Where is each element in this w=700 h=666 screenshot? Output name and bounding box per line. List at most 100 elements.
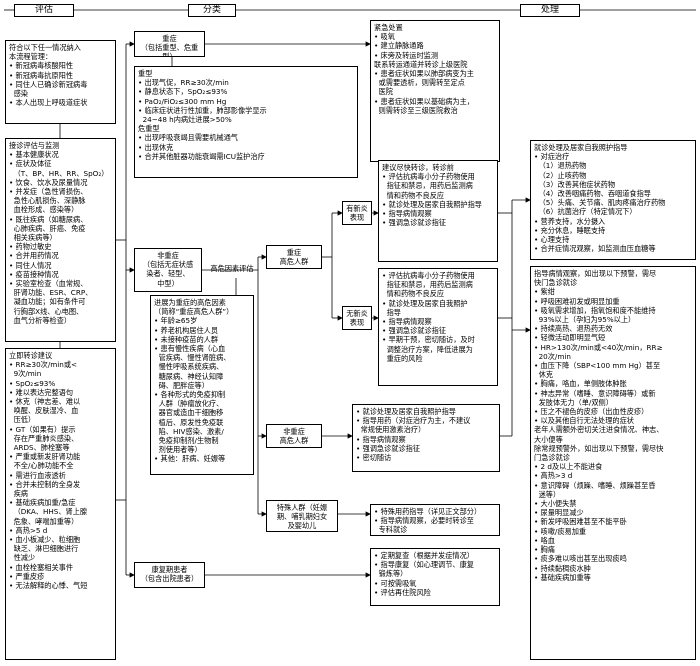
risk-box-line: • 未接种疫苗的人群 <box>154 334 219 344</box>
observe-box-line: 指导病情观察，如出现以下预警，需尽 <box>534 269 657 278</box>
risk-box-line: • 其他：肝病、妊娠等 <box>154 454 226 464</box>
header-classify: 分类 <box>188 4 236 17</box>
observe-box-line: • 以及其他自行无法处理的症状 <box>534 416 634 426</box>
observe-box-line: • 紫绀 <box>534 287 555 297</box>
treatment-box-line: • 充分休息，睡眠支持 <box>534 225 606 235</box>
box3-line: • SpO₂≤93% <box>9 378 56 388</box>
nonsevere-box-line: 非重症 <box>157 251 179 260</box>
observe-box-line: • 大小便失禁 <box>534 499 577 509</box>
observe-box-line: • 持续黏稠痰水肿 <box>534 563 591 573</box>
nonhigh-box-line: 高危人群 <box>279 436 309 446</box>
box2-line: 接诊评估与监测 <box>9 141 60 150</box>
fever-yes-box-line: 有新炎 <box>346 204 368 213</box>
referral-box: 立即转诊建议• RR≥30次/min或< 9次/min• SpO₂≤93%• 难… <box>5 348 116 660</box>
risk-box-line: • 患有慢性疾病（心血 <box>154 344 226 354</box>
box3-line: • 基础疾病加重/急症 <box>9 498 76 508</box>
special-box-line: 特殊人群（妊娠 <box>276 503 328 512</box>
fever-no-detail-line: • 早期干预，密切随访，及时 <box>382 335 475 345</box>
assessment-box: 接诊评估与监测• 基本健康状况• 症状及体征 （T、BP、HR、RR、SpO₂）… <box>5 138 116 342</box>
observe-box-line: 休克 <box>534 370 553 380</box>
fever-yes-detail-line: • 评估抗病毒小分子药物使用 <box>382 172 475 182</box>
risk-factors-box: 进展为重症的高危因素（简称“重症高危人群”）• 年龄≥65岁• 养老机构居住人员… <box>150 295 254 475</box>
observe-box-line: • 吸氧需求增加，指氧饱和度不能维持 <box>534 305 656 315</box>
treatment-box-line: （4）改善咽痛药物、吞咽道食指导 <box>534 189 651 199</box>
recovery-box: 康复期患者（包含出院患者） <box>134 562 205 588</box>
box1-line: 符合以下任一情况纳入 <box>9 43 81 52</box>
observe-box-line: 20次/min <box>534 351 571 361</box>
special-detail-line: 专科就诊 <box>374 525 408 535</box>
nonsevere-box-line: 染者、轻型、 <box>146 269 190 279</box>
fever-yes-detail-line: 建议尽快转诊，转诊前 <box>382 163 454 172</box>
fever-no-detail-line: • 强调急诊就诊指征 <box>382 326 447 336</box>
observe-box-line: • 痰多难以咳出甚至出现痰鸣 <box>534 554 627 564</box>
fever-yes-detail-line: • 就诊处理及居家自我照护指导 <box>382 199 482 209</box>
box2-line: • 实验室检查（血常规、 <box>9 279 88 289</box>
fever-no-box: 无新炎表现 <box>342 306 372 330</box>
inclusion-box: 符合以下任一情况纳入本流程管理：• 新冠病毒核酸阳性• 新冠病毒抗原阳性• 同住… <box>5 40 116 124</box>
fever-yes-box: 有新炎表现 <box>342 201 372 225</box>
observe-box-line: • 意识障碍（烦躁、嗜睡、烦躁甚至昏 <box>534 480 656 490</box>
box2-line: 肝肾功能、ESR、CRP、 <box>9 288 93 298</box>
fever-no-detail-line: • 就诊处理及居家自我照护 <box>382 298 468 308</box>
box2-line: • 药物过敏史 <box>9 242 52 252</box>
box3-line: （DKA、HHS、肾上腺 <box>9 507 88 517</box>
special-detail-line: • 指导病情观察，必要时转诊至 <box>374 516 474 526</box>
severe-detail-line: 危重型 <box>138 124 160 134</box>
box3-line: ARDS、肺栓塞等 <box>9 443 70 453</box>
fever-yes-detail-line: 指征和禁忌，用药后监测病 <box>382 181 473 191</box>
box3-line: 缺乏、淋巴细胞进行 <box>9 544 79 554</box>
box1-line: 感染 <box>9 89 28 99</box>
nonhigh-detail-box: • 就诊处理及居家自我照护指导• 指导用药（对症治疗为主，不建议 常规使用激素治… <box>352 404 500 472</box>
treatment-box-line: （6）抗菌治疗（特定情况下） <box>534 207 637 217</box>
box2-line: • 同住人情况 <box>9 260 52 270</box>
observe-box-line: • 基础疾病加重等 <box>534 572 591 582</box>
box2-line: （T、BP、HR、RR、SpO₂） <box>9 168 109 178</box>
box3-line: • 难以表达完整语句 <box>9 387 74 397</box>
special-detail-line: • 特殊用药指导（详见正文部分） <box>374 507 482 516</box>
treatment-box-line: （3）改善其他症状药物 <box>534 179 616 189</box>
box3-line: • 严重或新发肝肾功能 <box>9 452 81 462</box>
recovery-box-line: （包含出院患者） <box>140 574 199 584</box>
highrisk-box-line: 重症 <box>286 248 302 257</box>
treatment-box-line: • 心理支持 <box>534 235 570 245</box>
fever-yes-detail-box: 建议尽快转诊，转诊前• 评估抗病毒小分子药物使用 指征和禁忌，用药后监测病 情和… <box>378 160 498 262</box>
nonhigh-detail-line: • 密切随访 <box>356 453 392 463</box>
observe-box-line: • 咳嗽/痰易加重 <box>534 526 587 536</box>
fever-no-detail-line: • 指导病情观察 <box>382 317 432 327</box>
special-box-line: 期、哺乳期妇女 <box>276 512 328 522</box>
fever-no-detail-box: • 评估抗病毒小分子药物使用 指征和禁忌，用药后监测病 情和药物不良反应• 就诊… <box>378 268 498 386</box>
emergency-box-line: 紧急处置 <box>374 23 403 32</box>
recovery-detail-box: • 定期复查（根据并发症情况）• 指导康复（如心理调节、康复 锻炼等）• 可按需… <box>370 548 500 606</box>
box3-line: • 严重皮疹 <box>9 571 45 581</box>
severe-detail-line: 24~48 h内病灶进展>50% <box>138 115 232 125</box>
risk-box-line: 慢性呼吸系统疾病、 <box>154 362 224 372</box>
fever-no-detail-line: • 评估抗病毒小分子药物使用 <box>382 271 475 280</box>
fever-no-detail-line: 调整治疗方案，降低进展为 <box>382 344 473 354</box>
box1-line: • 新冠病毒核酸阳性 <box>9 61 74 71</box>
box3-line: • GT（如果有）提示 <box>9 424 76 434</box>
nonhigh-detail-line: • 强调急诊就诊指征 <box>356 443 421 453</box>
box2-line: • 症状及体征 <box>9 159 52 169</box>
fever-no-box-line: 无新炎 <box>346 309 368 318</box>
recovery-detail-line: 锻炼等） <box>374 569 408 579</box>
box3-line: 存在严重肺炎感染、 <box>9 433 79 443</box>
fever-no-detail-line: 情和药物不良反应 <box>382 289 445 299</box>
box3-line: 危象、哮喘加重等） <box>9 516 79 526</box>
severe-detail-line: • 出现呼吸衰竭且需要机械通气 <box>138 133 238 143</box>
severe-detail-line: • 合并其他脏器功能衰竭需ICU监护治疗 <box>138 151 265 161</box>
emergency-box-line: 则需转诊至三级医院救治 <box>374 105 458 115</box>
box1-line: • 本人出现上呼吸道症状 <box>9 98 88 108</box>
fever-no-detail-line: 指导 <box>382 307 401 317</box>
recovery-detail-line: • 可按需吸氧 <box>374 578 417 588</box>
risk-box-line: • 养老机构居住人员 <box>154 325 219 335</box>
fever-yes-detail-line: 情和药物不良反应 <box>382 190 445 200</box>
box3-line: • 血栓栓塞相关事件 <box>9 562 74 572</box>
observe-box-line: • 胸痛 <box>534 545 555 555</box>
nonhigh-box: 非重症高危人群 <box>266 424 322 448</box>
observe-box-line: • 胸痛，咯血，单侧肢体肿胀 <box>534 379 627 389</box>
box2-line: • 饮食、饮水及尿量情况 <box>9 177 88 187</box>
observe-box-line: • 咯血 <box>534 535 555 545</box>
box1-line: • 新冠病毒抗原阳性 <box>9 70 74 80</box>
observe-box-line: • 血压下降（SBP<100 mm Hg）甚至 <box>534 361 661 371</box>
box2-line: 行胸部X线、心电图、 <box>9 306 84 316</box>
